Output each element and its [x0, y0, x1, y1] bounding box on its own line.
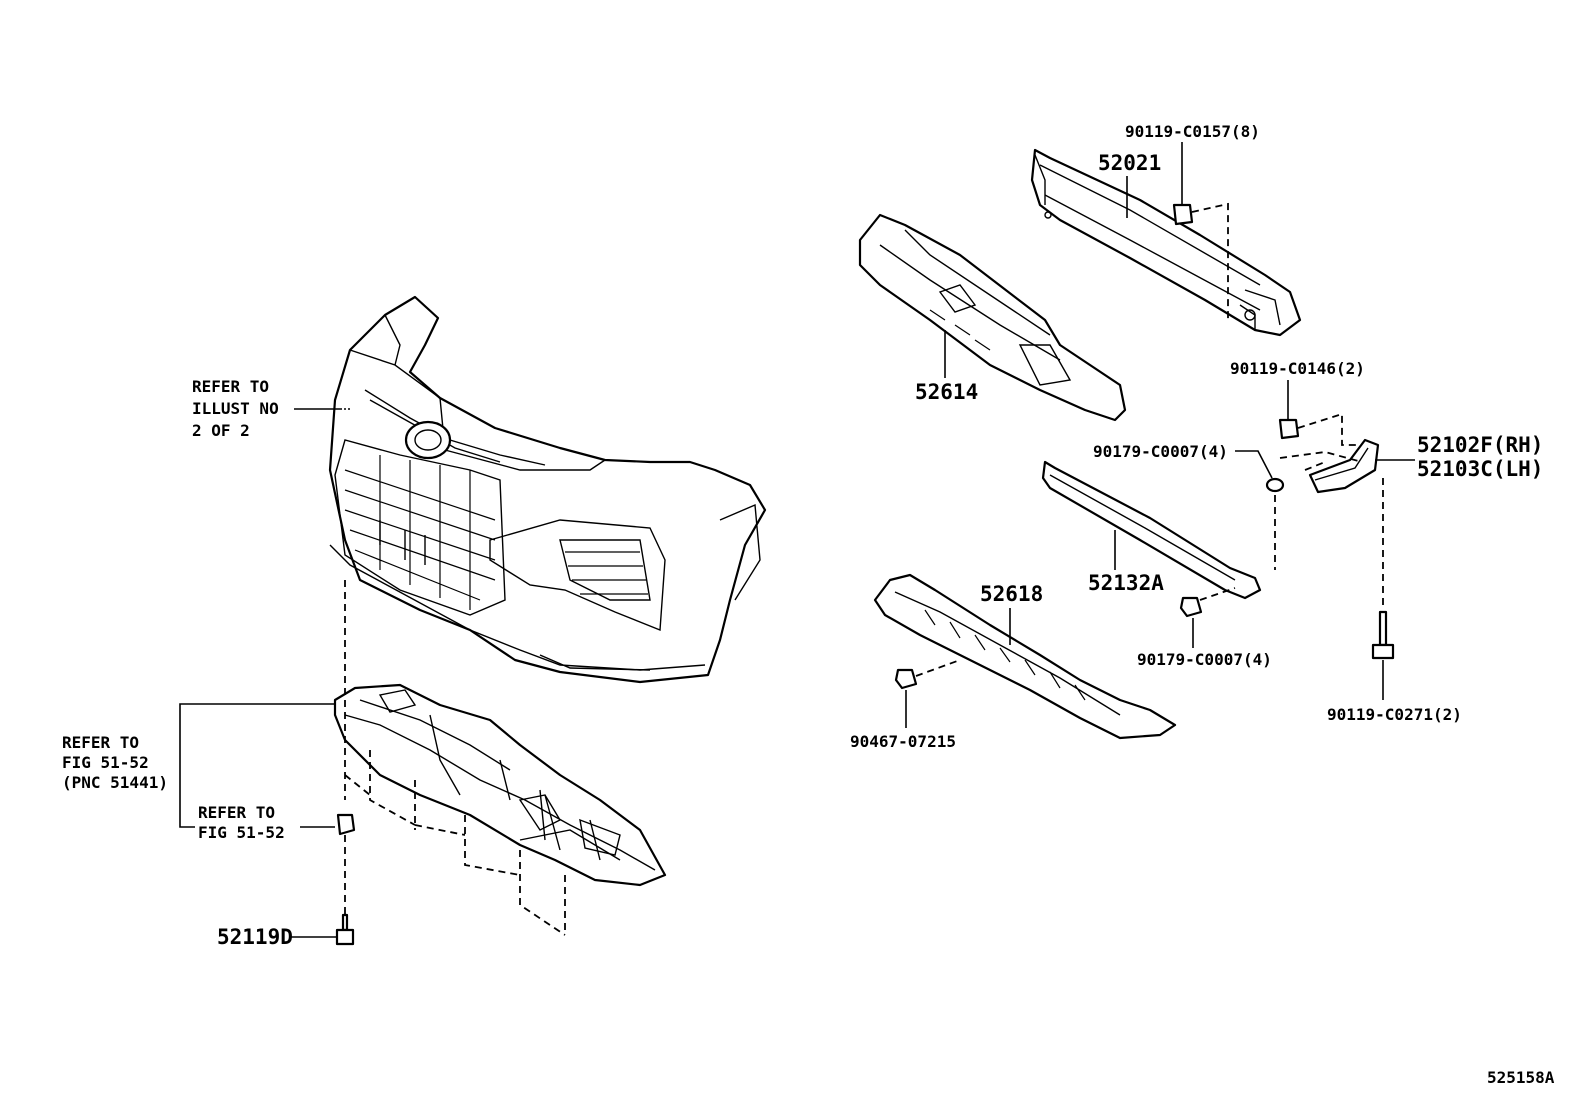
bolt-90119-c0157: 90119-C0157(8) [1125, 122, 1260, 320]
bolt-icon [1371, 643, 1395, 660]
nut-90179-top: 90179-C0007(4) [1093, 442, 1285, 570]
note-illust-line3: 2 OF 2 [192, 421, 250, 440]
screw-icon [335, 928, 355, 946]
callout-52021: 52021 [1098, 151, 1161, 175]
note-fig-a-line2: FIG 51-52 [62, 753, 149, 772]
bolt-90119-c0146: 90119-C0146(2) [1230, 359, 1365, 446]
note-illust-line1: REFER TO [192, 377, 269, 396]
callout-90467: 90467-07215 [850, 732, 956, 751]
absorber-52618 [873, 573, 1177, 740]
callout-52618: 52618 [980, 582, 1043, 606]
callout-52102f: 52102F(RH) [1417, 433, 1543, 457]
bumper-cover [328, 295, 767, 684]
bolt-icon [1172, 203, 1194, 226]
nut-90179-bottom: 90179-C0007(4) [1137, 587, 1272, 669]
note-fig-a-line3: (PNC 51441) [62, 773, 168, 792]
callout-90119-c0271: 90119-C0271(2) [1327, 705, 1462, 724]
callout-90119-c0157: 90119-C0157(8) [1125, 122, 1260, 141]
under-cover [333, 683, 667, 887]
note-refer-fig-a: REFER TO FIG 51-52 (PNC 51441) [62, 703, 335, 828]
absorber-52614 [858, 213, 1127, 422]
bracket-52102f: 52102F(RH) 52103C(LH) [1279, 433, 1543, 494]
callout-52614: 52614 [915, 380, 978, 404]
note-refer-illust: REFER TO ILLUST NO 2 OF 2 [192, 377, 352, 440]
bar-52132a [1041, 460, 1262, 600]
screw-52119d: 52119D [217, 913, 355, 949]
figure-id: 525158A [1487, 1068, 1555, 1087]
callout-52119d: 52119D [217, 925, 293, 949]
clip-90467: 90467-07215 [850, 659, 961, 751]
reinforcement-52021 [1030, 148, 1302, 337]
bolt-icon [1278, 418, 1300, 440]
dashed-leaders-left [344, 580, 566, 936]
nut-icon [1265, 477, 1285, 493]
note-fig-b-line2: FIG 51-52 [198, 823, 285, 842]
note-illust-line2: ILLUST NO [192, 399, 279, 418]
nut-icon [1179, 596, 1203, 618]
note-fig-a-line1: REFER TO [62, 733, 139, 752]
note-refer-fig-b: REFER TO FIG 51-52 [198, 803, 356, 842]
callout-52132a: 52132A [1088, 571, 1164, 595]
clip-icon [336, 813, 356, 836]
callout-90179-bottom: 90179-C0007(4) [1137, 650, 1272, 669]
callout-52103c: 52103C(LH) [1417, 457, 1543, 481]
clip-icon [894, 668, 918, 690]
callout-90179-top: 90179-C0007(4) [1093, 442, 1228, 461]
bolt-90119-c0271: 90119-C0271(2) [1327, 478, 1462, 724]
note-fig-b-line1: REFER TO [198, 803, 275, 822]
callout-90119-c0146: 90119-C0146(2) [1230, 359, 1365, 378]
